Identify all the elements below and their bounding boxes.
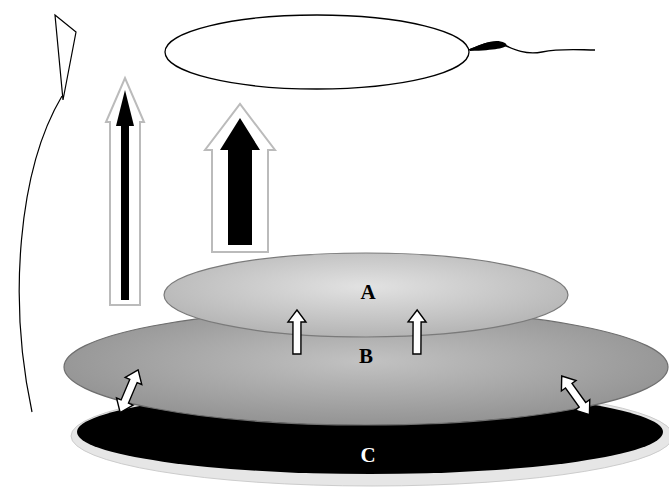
disk-body	[77, 390, 663, 474]
rise-arrow	[220, 118, 260, 245]
cycle-curve	[19, 96, 62, 412]
cycle-arrowhead	[55, 15, 76, 100]
rise-arrow	[116, 90, 134, 300]
layer-shape	[164, 253, 568, 337]
layer-label: B	[359, 344, 373, 368]
top-ellipse	[165, 15, 469, 89]
layer-label: C	[360, 443, 375, 467]
disk-rim	[71, 386, 669, 486]
layer-shape	[64, 309, 668, 425]
layer-label: A	[360, 280, 375, 304]
rise-arrow-outline	[205, 104, 275, 252]
layer-ellipse: A	[163, 252, 569, 338]
rise-arrow-outline	[106, 78, 144, 305]
tail-thick	[470, 41, 507, 51]
